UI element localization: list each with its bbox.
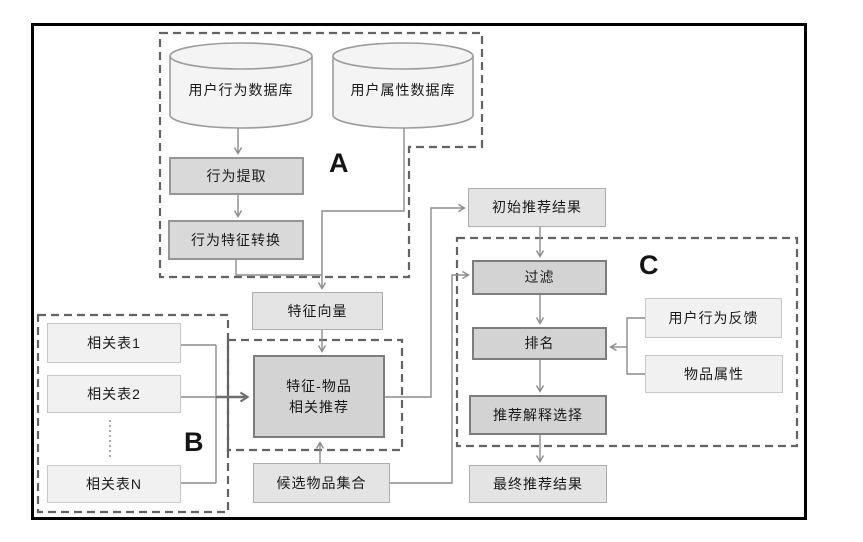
user-behavior-db-label: 用户行为数据库	[188, 82, 294, 98]
node-initial-recommendation-result: 初始推荐结果	[468, 188, 606, 227]
connectors	[109, 128, 645, 484]
node-feature-vector: 特征向量	[252, 292, 383, 330]
user-attr-db-label: 用户属性数据库	[350, 82, 456, 98]
feature-item-line1: 特征-物品	[286, 378, 352, 395]
section-b-label: B	[184, 427, 204, 457]
node-item-attributes: 物品属性	[645, 355, 783, 393]
node-related-table-1: 相关表1	[47, 323, 181, 363]
node-related-table-2: 相关表2	[47, 375, 181, 413]
node-feature-item-recommendation: 特征-物品 相关推荐	[253, 355, 385, 438]
section-a-label: A	[329, 148, 349, 178]
node-candidate-item-set: 候选物品集合	[253, 463, 390, 503]
node-related-table-n: 相关表N	[47, 465, 181, 503]
feature-item-dashed-region	[226, 338, 404, 452]
node-behavior-extraction: 行为提取	[169, 157, 304, 195]
section-a-dashed-region	[158, 31, 484, 279]
node-final-recommendation-result: 最终推荐结果	[469, 465, 607, 503]
section-c-label: C	[639, 250, 659, 280]
node-explanation-selection: 推荐解释选择	[469, 395, 607, 435]
node-user-behavior-feedback: 用户行为反馈	[645, 298, 782, 338]
feature-item-line2: 相关推荐	[289, 398, 349, 415]
user-behavior-db-cylinder	[169, 42, 313, 129]
user-attr-db-cylinder	[332, 42, 474, 129]
node-ranking: 排名	[472, 327, 607, 360]
section-c-dashed-region	[455, 236, 799, 448]
node-filter: 过滤	[472, 260, 607, 295]
node-behavior-feature-conversion: 行为特征转换	[168, 220, 304, 260]
